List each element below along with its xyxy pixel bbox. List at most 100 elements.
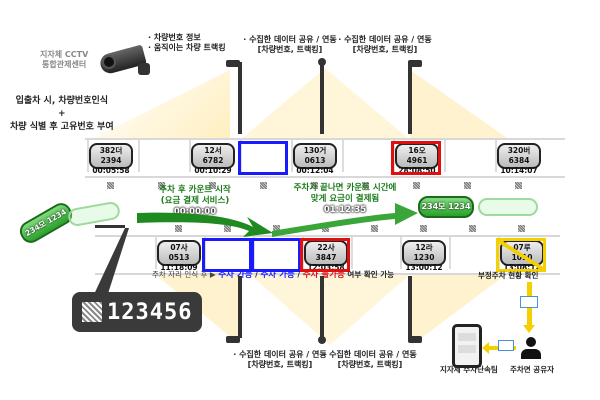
id-badge: 123456: [72, 292, 202, 332]
status-prefix: 주차 자리 인식 후 ▶: [152, 270, 216, 279]
moving-car-plate-right: 1234: [448, 202, 471, 211]
left-caption-plus: +: [58, 109, 66, 119]
top-note-2: · 수집한 데이터 공유 / 연동 [차량번호, 트랙킹]: [235, 35, 345, 55]
moving-car-plate-left: 234모: [421, 202, 446, 211]
left-caption-line2: 차량 식별 후 고유번호 부여: [10, 122, 114, 132]
bottom-note-1: · 수집한 데이터 공유 / 연동 [차량번호, 트랙킹]: [230, 350, 330, 370]
status-available-2: 주차 가능: [260, 270, 295, 280]
count-end-line2: 맞게 요금이 결제됨: [310, 194, 380, 204]
cctv-pole: [238, 62, 242, 134]
qr-marker-icon: [260, 182, 267, 189]
bottom-note-1-line1: · 수집한 데이터 공유 / 연동: [233, 350, 327, 359]
flow-arrow-2: [272, 203, 418, 237]
pole-camera-icon: [408, 60, 422, 67]
flow-arrow-1: [137, 212, 273, 237]
parking-slot: [449, 237, 496, 269]
status-sep: /: [297, 270, 301, 279]
count-start-line1: 주차 후 카운트 시작: [159, 185, 231, 195]
highlight-blue: [238, 141, 288, 175]
qr-marker-icon: [464, 182, 471, 189]
qr-marker-icon: [311, 182, 318, 189]
entering-car: 234모 1234: [16, 199, 76, 247]
cctv-pole: [408, 276, 412, 338]
qr-marker-icon: [362, 182, 369, 189]
count-end-label: 주차가 끝나면 카운트 시간에 맞게 요금이 결제됨 01:12:35: [280, 183, 410, 216]
status-sep: /: [255, 270, 258, 279]
moving-car: 234모 1234: [418, 196, 474, 218]
illegal-parking-label: 부정주차 현황 확인: [478, 271, 539, 280]
cctv-center-label: 지자체 CCTV 통합관제센터: [40, 50, 88, 70]
top-note-2-line1: · 수집한 데이터 공유 / 연동: [243, 35, 337, 44]
parking-slot: [240, 140, 287, 172]
qr-marker-icon: [209, 182, 216, 189]
top-note-3-line2: [차량번호, 트랙킹]: [352, 45, 418, 54]
cctv-camera-icon: [98, 44, 155, 76]
highlight-red: [300, 238, 350, 272]
cctv-pole: [320, 62, 324, 134]
light-beam: [240, 68, 410, 140]
highlight-blue: [251, 238, 301, 272]
parking-slot: [253, 237, 300, 269]
cctv-center-line2: 통합관제센터: [42, 60, 87, 69]
entering-car-plate: 234모 1234: [23, 207, 68, 238]
light-beam: [245, 270, 415, 345]
parked-time: 12:03:58: [307, 263, 345, 272]
plate-number: 22사 3847: [315, 243, 337, 262]
top-note-1: · 차량번호 정보 · 움직이는 차량 트랙킹: [148, 33, 226, 53]
status-line: 주차 자리 인식 후 ▶ 주차 가능 / 주차 가능 / 주차 불가능 여부 확…: [152, 270, 394, 280]
qr-marker-icon: [515, 182, 522, 189]
status-unavailable: 주차 불가능: [302, 270, 345, 280]
badge-pointer: [95, 225, 125, 228]
parked-time: 00:05:58: [92, 166, 130, 175]
space-sharer-label: 주차면 공유자: [510, 365, 555, 374]
plate-number: 07사 0513: [168, 243, 190, 262]
bottom-note-2-line2: [차량번호, 트랙킹]: [337, 360, 403, 369]
left-caption: 입출차 시, 차량번호인식 + 차량 식별 후 고유번호 부여: [10, 95, 114, 134]
parking-slot: [204, 237, 251, 269]
car-trail: [478, 198, 538, 216]
qr-marker-icon: [413, 182, 420, 189]
highlight-blue: [202, 238, 252, 272]
parking-slot: [87, 140, 134, 172]
parking-slot: [393, 140, 440, 172]
highlight-yellow: [496, 238, 546, 272]
pole-camera-icon: [318, 336, 326, 344]
parking-slot: [302, 237, 349, 269]
plate-number: 12서 6782: [202, 146, 224, 165]
qr-marker-icon: [322, 225, 329, 232]
parking-slot: [342, 140, 389, 172]
top-note-1-line2: · 움직이는 차량 트랙킹: [148, 43, 226, 52]
qr-marker-icon: [371, 225, 378, 232]
parking-slot: [189, 140, 236, 172]
parking-slot: [351, 237, 398, 269]
plate-number: 16오 4961: [406, 146, 428, 165]
highlight-red: [391, 141, 441, 175]
top-note-3-line1: · 수집한 데이터 공유 / 연동: [338, 35, 432, 44]
count-start-label: 주차 후 카운트 시작 (요금 결제 서비스) 00:00:00: [140, 185, 250, 218]
arrow-down-icon: [523, 325, 535, 333]
qr-marker-icon: [224, 225, 231, 232]
plate-number: 382더 2394: [99, 146, 123, 165]
bottom-note-1-line1: · 수집한 데이터 공유 / 연동: [323, 350, 417, 359]
plate-number: 320버 6384: [507, 146, 531, 165]
qr-code-icon: [82, 302, 102, 322]
plate-number: 130거 0613: [303, 146, 327, 165]
bottom-note-2: · 수집한 데이터 공유 / 연동 [차량번호, 트랙킹]: [320, 350, 420, 370]
left-caption-line1: 입출차 시, 차량번호인식: [15, 96, 109, 106]
parked-time: 28:08:50: [398, 166, 436, 175]
light-beam: [410, 70, 510, 140]
person-icon: [520, 337, 542, 359]
badge-pointer-line: [90, 228, 129, 303]
parked-time: 00:12:04: [296, 166, 334, 175]
qr-marker-icon: [469, 225, 476, 232]
status-available-1: 주차 가능: [218, 270, 253, 280]
parking-slot: [495, 140, 542, 172]
qr-marker-icon: [273, 225, 280, 232]
top-note-3: · 수집한 데이터 공유 / 연동 [차량번호, 트랙킹]: [330, 35, 440, 55]
